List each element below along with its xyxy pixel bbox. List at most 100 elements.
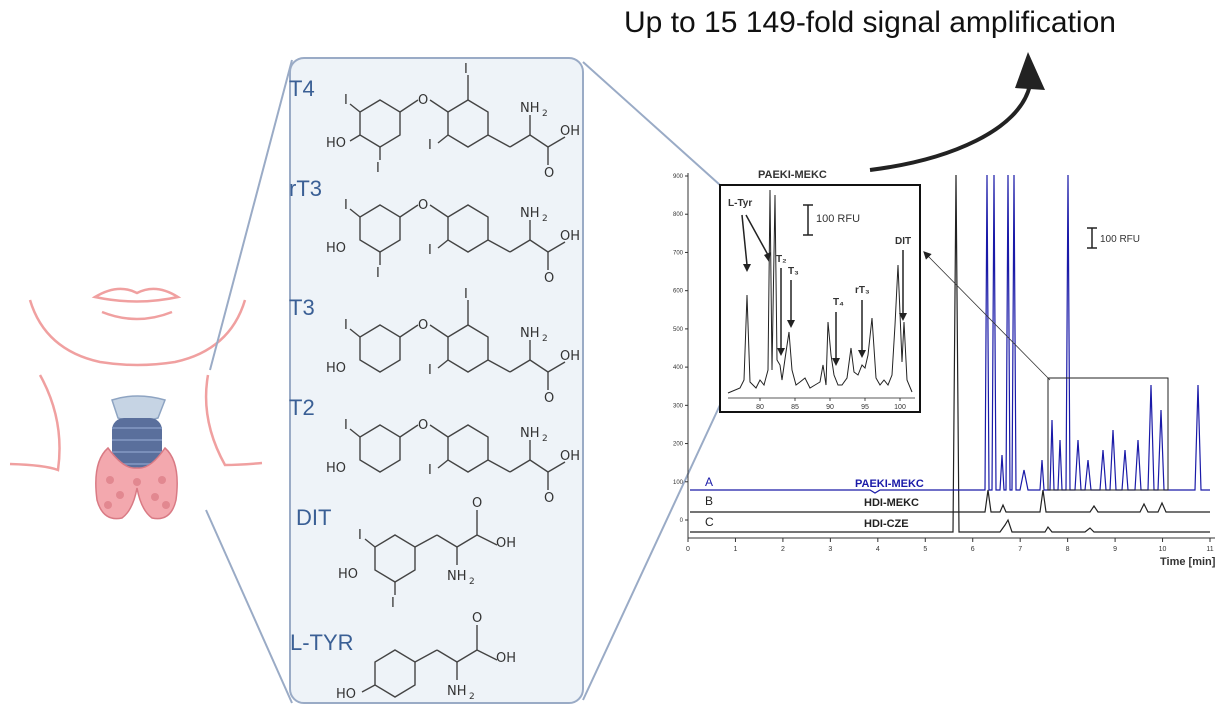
- svg-text:I: I: [428, 363, 432, 378]
- trace-b-letter: B: [705, 494, 713, 508]
- svg-text:OH: OH: [560, 124, 580, 139]
- svg-text:I: I: [344, 418, 348, 433]
- svg-text:OH: OH: [496, 536, 516, 551]
- structure-t3-text: I O I I HO NH 2 OH O: [326, 287, 580, 406]
- svg-text:I: I: [376, 161, 380, 176]
- structure-t4: [349, 75, 566, 165]
- zoom-line-panel-bottom: [582, 404, 721, 701]
- y-tick-label: 500: [673, 327, 684, 333]
- compound-label-ltyr: L-TYR: [290, 630, 354, 655]
- svg-text:O: O: [472, 496, 482, 511]
- y-tick-label: 300: [673, 403, 684, 409]
- x-tick-label: 5: [923, 546, 927, 553]
- zoom-line-top: [209, 59, 293, 371]
- structure-t2-text: I O I HO NH 2 OH O: [326, 418, 580, 506]
- headline: Up to 15 149-fold signal amplification: [624, 6, 1116, 39]
- svg-text:I: I: [464, 62, 468, 77]
- compound-label-t2: T2: [289, 395, 315, 420]
- x-tick-label: 3: [828, 546, 832, 553]
- y-tick-label: 200: [673, 442, 684, 448]
- inset-peak-label-ltyr: L-Tyr: [728, 198, 752, 209]
- svg-text:O: O: [418, 418, 428, 433]
- trace-b-method: HDI-MEKC: [864, 497, 919, 509]
- svg-text:2: 2: [542, 214, 548, 224]
- y-tick-label: 400: [673, 365, 684, 371]
- compound-label-rt3: rT3: [289, 176, 322, 201]
- svg-text:I: I: [344, 198, 348, 213]
- svg-text:HO: HO: [326, 461, 346, 476]
- x-tick-label: 11: [1206, 546, 1213, 553]
- inset-tick-label: 95: [861, 404, 869, 411]
- svg-text:HO: HO: [338, 567, 358, 582]
- svg-text:O: O: [544, 491, 554, 506]
- y-tick-label: 0: [680, 518, 684, 524]
- svg-text:O: O: [472, 611, 482, 626]
- compound-label-t4: T4: [289, 76, 315, 101]
- inset-scale-label: 100 RFU: [816, 213, 860, 225]
- amplification-arrowhead: [1015, 52, 1045, 90]
- zoom-line-bottom: [205, 509, 293, 704]
- svg-text:2: 2: [469, 692, 475, 702]
- svg-text:O: O: [418, 198, 428, 213]
- x-tick-label: 2: [781, 546, 785, 553]
- svg-text:NH: NH: [447, 684, 467, 699]
- svg-text:NH: NH: [520, 206, 540, 221]
- svg-text:NH: NH: [520, 426, 540, 441]
- svg-text:O: O: [418, 93, 428, 108]
- trace-c-letter: C: [705, 515, 714, 529]
- x-tick-label: 7: [1018, 546, 1022, 553]
- svg-text:I: I: [464, 287, 468, 302]
- inset-peak-label-t3: T₃: [788, 266, 799, 277]
- svg-text:O: O: [544, 166, 554, 181]
- compound-label-dit: DIT: [296, 505, 331, 530]
- svg-text:I: I: [428, 463, 432, 478]
- svg-text:OH: OH: [560, 449, 580, 464]
- trace-c: [690, 174, 1210, 533]
- trace-b: [690, 489, 1210, 513]
- inset-x-ticks: 80 85 90 95 100: [756, 398, 906, 411]
- inset-peak-label-rt3: rT₃: [855, 285, 870, 296]
- y-tick-label: 900: [673, 174, 684, 180]
- inset-tick-label: 100: [894, 404, 906, 411]
- compound-label-t3: T3: [289, 295, 315, 320]
- x-tick-label: 10: [1159, 546, 1167, 553]
- inset-tick-label: 80: [756, 404, 764, 411]
- svg-text:I: I: [376, 266, 380, 281]
- zoom-line-panel-top: [582, 61, 721, 186]
- x-tick-label: 9: [1113, 546, 1117, 553]
- svg-text:2: 2: [542, 434, 548, 444]
- zoom-pointer: [923, 251, 1051, 381]
- top-trace-label: PAEKI-MEKC: [758, 169, 827, 181]
- svg-text:OH: OH: [560, 349, 580, 364]
- inset-tick-label: 85: [791, 404, 799, 411]
- svg-text:HO: HO: [326, 136, 346, 151]
- svg-text:I: I: [428, 138, 432, 153]
- svg-text:I: I: [391, 596, 395, 611]
- svg-text:NH: NH: [520, 101, 540, 116]
- svg-text:I: I: [344, 93, 348, 108]
- svg-text:2: 2: [542, 334, 548, 344]
- inset-trace: [727, 189, 913, 394]
- x-tick-label: 0: [686, 546, 690, 553]
- structure-ltyr: [361, 625, 498, 698]
- svg-text:HO: HO: [336, 687, 356, 702]
- svg-text:HO: HO: [326, 241, 346, 256]
- x-tick-label: 4: [876, 546, 880, 553]
- svg-text:2: 2: [542, 109, 548, 119]
- inset-tick-label: 90: [826, 404, 834, 411]
- structure-ltyr-text: HO O OH NH 2: [336, 611, 516, 702]
- svg-text:I: I: [428, 243, 432, 258]
- trace-a-letter: A: [705, 475, 713, 489]
- amplification-arrow: [869, 84, 1032, 172]
- compounds-panel: [289, 57, 584, 704]
- trace-a-method: PAEKI-MEKC: [855, 478, 924, 490]
- svg-text:NH: NH: [447, 569, 467, 584]
- y-tick-label: 800: [673, 212, 684, 218]
- structure-t4-text: I O I I HO I NH 2 OH O: [326, 62, 580, 181]
- neck-illustration: [9, 287, 263, 520]
- scale-bar-label: 100 RFU: [1100, 234, 1140, 245]
- y-tick-label: 100: [673, 480, 684, 486]
